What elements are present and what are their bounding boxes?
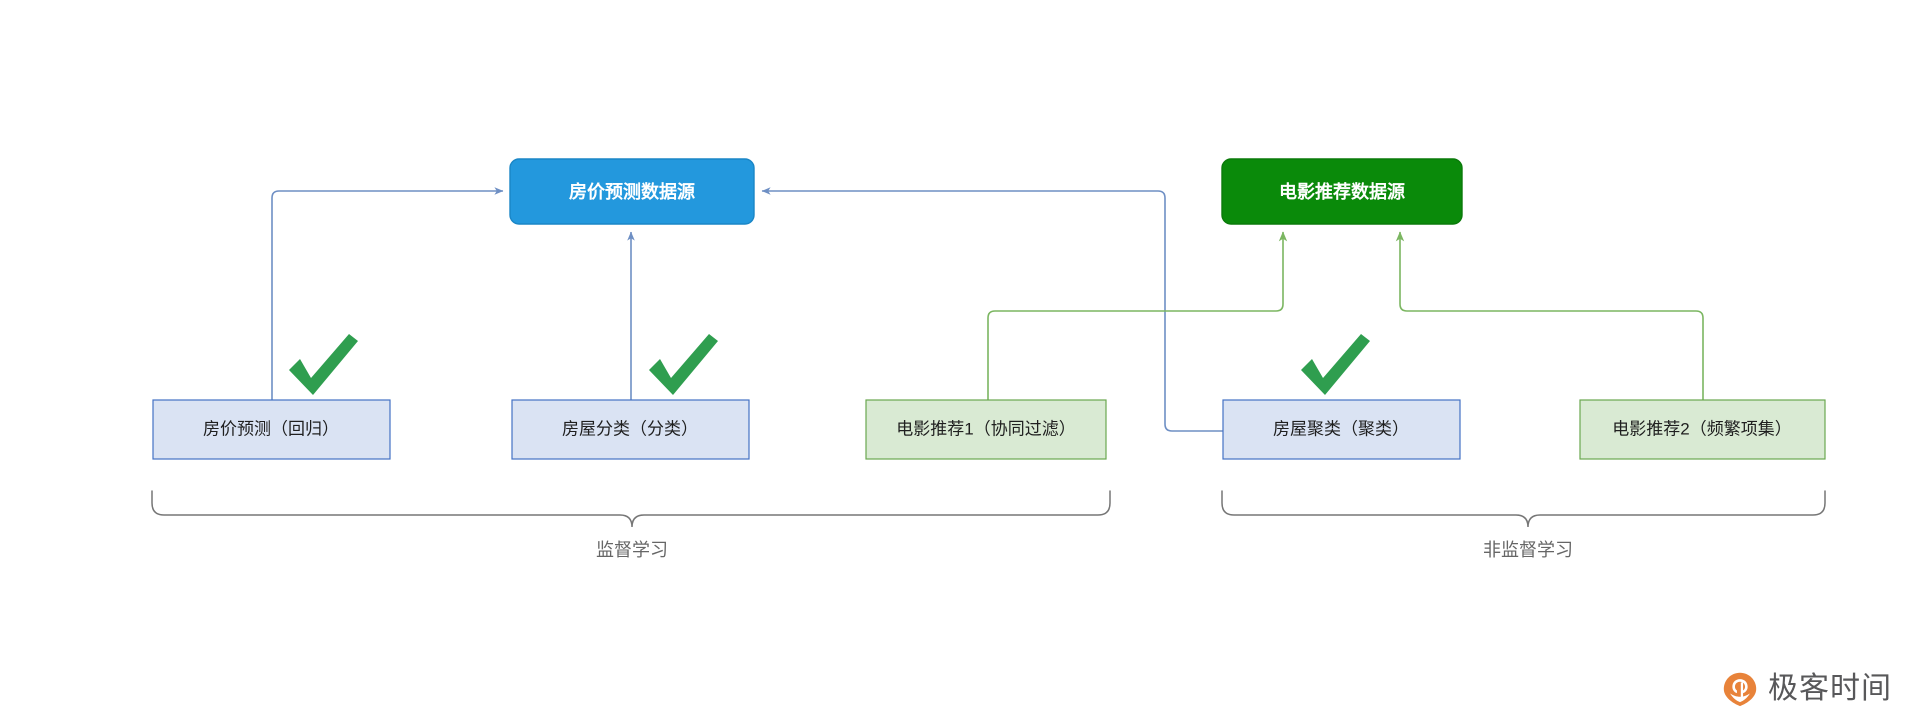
checkmark-layer — [289, 334, 1370, 395]
source-node-movie-rec-box[interactable] — [1221, 158, 1463, 225]
source-node-house-price-box[interactable] — [509, 158, 755, 225]
leaf-node-movie-rec-1[interactable]: 电影推荐1（协同过滤） — [865, 399, 1107, 460]
leaf-node-house-clustering-label: 房屋聚类（聚类） — [1273, 419, 1409, 438]
leaf-node-house-classification-label: 房屋分类（分类） — [562, 419, 698, 438]
group-brace-layer — [151, 490, 1826, 528]
leaf-node-movie-rec-1-box[interactable] — [865, 399, 1107, 460]
watermark-geektime: 极客时间 — [1722, 671, 1892, 707]
edge-movie-rec-2-to-movie-source — [1395, 231, 1704, 400]
edge-movie-rec-1-to-movie-source — [987, 231, 1288, 400]
edge-layer — [271, 187, 1704, 432]
leaf-node-movie-rec-2-box[interactable] — [1579, 399, 1826, 460]
leaf-node-movie-rec-2-label: 电影推荐2（频繁项集） — [1612, 419, 1791, 438]
check-icon-house-clustering — [1301, 334, 1370, 395]
leaf-node-house-classification[interactable]: 房屋分类（分类） — [511, 399, 750, 460]
geektime-logo-icon — [1723, 672, 1757, 707]
source-node-house-price-label: 房价预测数据源 — [569, 181, 695, 202]
leaf-node-house-classification-box[interactable] — [511, 399, 750, 460]
check-icon-house-classification — [649, 334, 718, 395]
check-icon-house-price — [289, 334, 358, 395]
leaf-node-house-clustering-box[interactable] — [1222, 399, 1461, 460]
edge-house-price-to-source — [271, 187, 504, 400]
brace-supervised-learning — [151, 490, 1111, 528]
leaf-node-house-clustering[interactable]: 房屋聚类（聚类） — [1222, 399, 1461, 460]
source-node-movie-rec[interactable]: 电影推荐数据源 — [1221, 158, 1463, 225]
source-node-house-price[interactable]: 房价预测数据源 — [509, 158, 755, 225]
leaf-node-house-price-regression-box[interactable] — [152, 399, 391, 460]
group-label-unsupervised-learning: 非监督学习 — [1483, 540, 1573, 560]
group-label-supervised-learning: 监督学习 — [596, 540, 668, 560]
leaf-node-movie-rec-1-label: 电影推荐1（协同过滤） — [896, 419, 1075, 438]
brace-unsupervised-learning — [1221, 490, 1826, 528]
source-node-movie-rec-label: 电影推荐数据源 — [1279, 181, 1405, 202]
watermark-brand-text: 极客时间 — [1768, 672, 1892, 705]
leaf-node-house-price-regression[interactable]: 房价预测（回归） — [152, 399, 391, 460]
leaf-node-movie-rec-2[interactable]: 电影推荐2（频繁项集） — [1579, 399, 1826, 460]
leaf-node-house-price-regression-label: 房价预测（回归） — [203, 419, 339, 438]
